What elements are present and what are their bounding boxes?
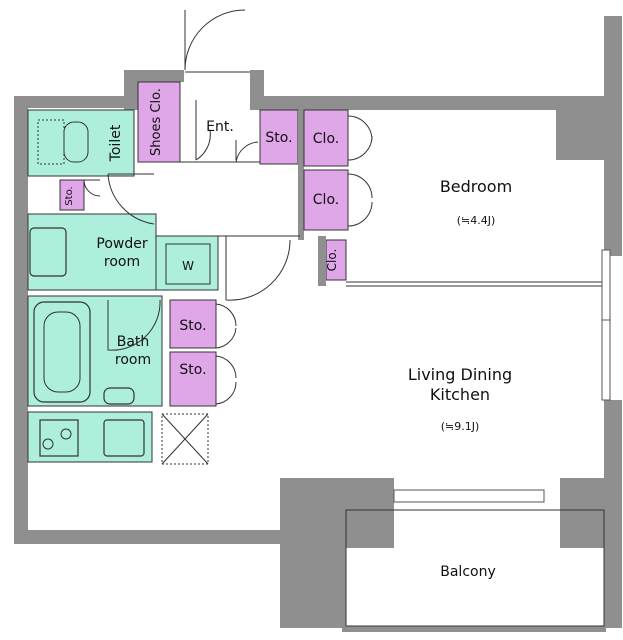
bedroom-closets: Clo. Clo. Clo. <box>298 109 373 286</box>
ldk-size: (≒9.1J) <box>441 420 480 433</box>
toilet-room: Toilet <box>27 109 135 177</box>
bath-room-label-1: Bath <box>117 334 150 350</box>
powder-room-label-1: Powder <box>96 236 147 252</box>
storage-lower-label: Sto. <box>179 362 206 378</box>
closet-1-label: Clo. <box>313 131 339 147</box>
ldk-label-1: Living Dining <box>408 365 512 384</box>
entry-storage-label: Sto. <box>265 130 292 146</box>
bath-room-label-2: room <box>115 352 151 368</box>
powder-room: W Powder room <box>27 173 219 291</box>
bedroom-size: (≒4.4J) <box>457 214 496 227</box>
ldk-label-2: Kitchen <box>430 385 490 404</box>
toilet-label: Toilet <box>108 124 124 162</box>
closet-3-label: Clo. <box>325 249 339 272</box>
outer-walls <box>14 16 622 632</box>
bedroom: Bedroom (≒4.4J) <box>346 177 611 321</box>
shoes-closet-label: Shoes Clo. <box>149 88 164 156</box>
bath-storage: Sto. Sto. <box>169 299 237 407</box>
entry-storage: Sto. <box>259 109 299 165</box>
living-dining-kitchen: Living Dining Kitchen (≒9.1J) <box>393 319 611 503</box>
powder-room-label-2: room <box>104 254 140 270</box>
small-storage-label: Sto. <box>64 186 75 205</box>
bedroom-label: Bedroom <box>440 177 512 196</box>
balcony-label: Balcony <box>440 564 496 580</box>
kitchen-counter <box>27 411 209 465</box>
entrance-area: Shoes Clo. Ent. <box>137 9 300 163</box>
balcony: Balcony <box>345 509 605 627</box>
small-storage: Sto. <box>59 179 101 211</box>
bath-room: Bath room <box>27 295 163 407</box>
entrance-label: Ent. <box>206 119 234 135</box>
washer-label: W <box>182 259 194 273</box>
closet-2-label: Clo. <box>313 192 339 208</box>
storage-upper-label: Sto. <box>179 318 206 334</box>
